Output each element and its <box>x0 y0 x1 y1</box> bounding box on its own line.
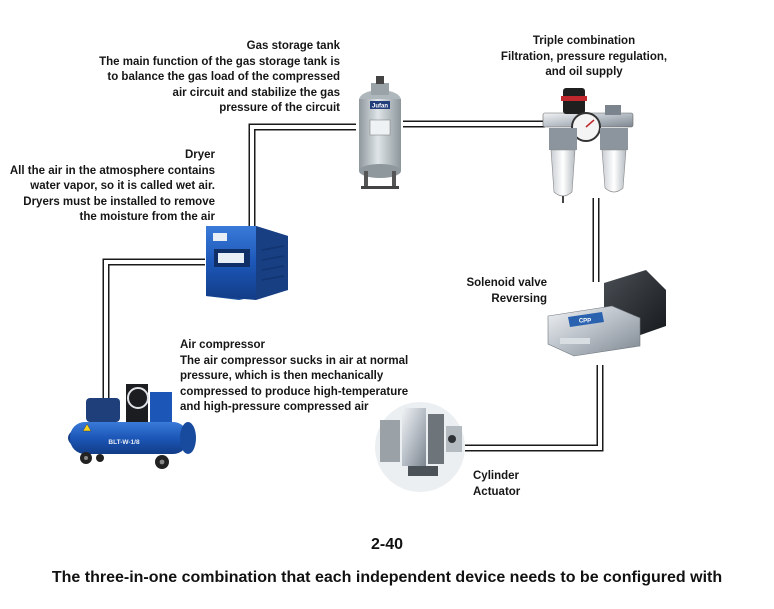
dryer-label: Dryer All the air in the atmosphere cont… <box>9 149 215 223</box>
pipe-valve-to-cylinder <box>465 365 604 452</box>
compressor-plate-label: BLT-W-1/8 <box>108 439 140 446</box>
gas-storage-tank-label: Gas storage tank The main function of th… <box>99 40 340 114</box>
triple-combination-unit <box>542 88 634 203</box>
triple-combination-label: Triple combination Filtration, pressure … <box>500 35 668 78</box>
pipe-dryer-to-tank <box>248 123 356 226</box>
solenoid-valve: CPP <box>547 270 666 357</box>
tank-brand-label: Jufan <box>372 104 388 110</box>
valve-brand-label: CPP <box>579 319 591 325</box>
air-compressor: BLT-W-1/8 <box>68 384 196 469</box>
solenoid-valve-label: Solenoid valve Reversing <box>466 277 547 305</box>
figure-number: 2-40 <box>370 536 404 553</box>
gas-storage-tank: Jufan <box>359 76 401 189</box>
figure-caption: The three-in-one combination that each i… <box>51 569 723 586</box>
cylinder-actuator <box>375 402 465 492</box>
air-compressor-label: Air compressor The air compressor sucks … <box>180 339 409 413</box>
pipe-compressor-to-dryer <box>102 258 205 410</box>
air-dryer <box>206 226 288 300</box>
cylinder-label: Cylinder Actuator <box>473 470 521 498</box>
pipe-network <box>102 120 604 452</box>
